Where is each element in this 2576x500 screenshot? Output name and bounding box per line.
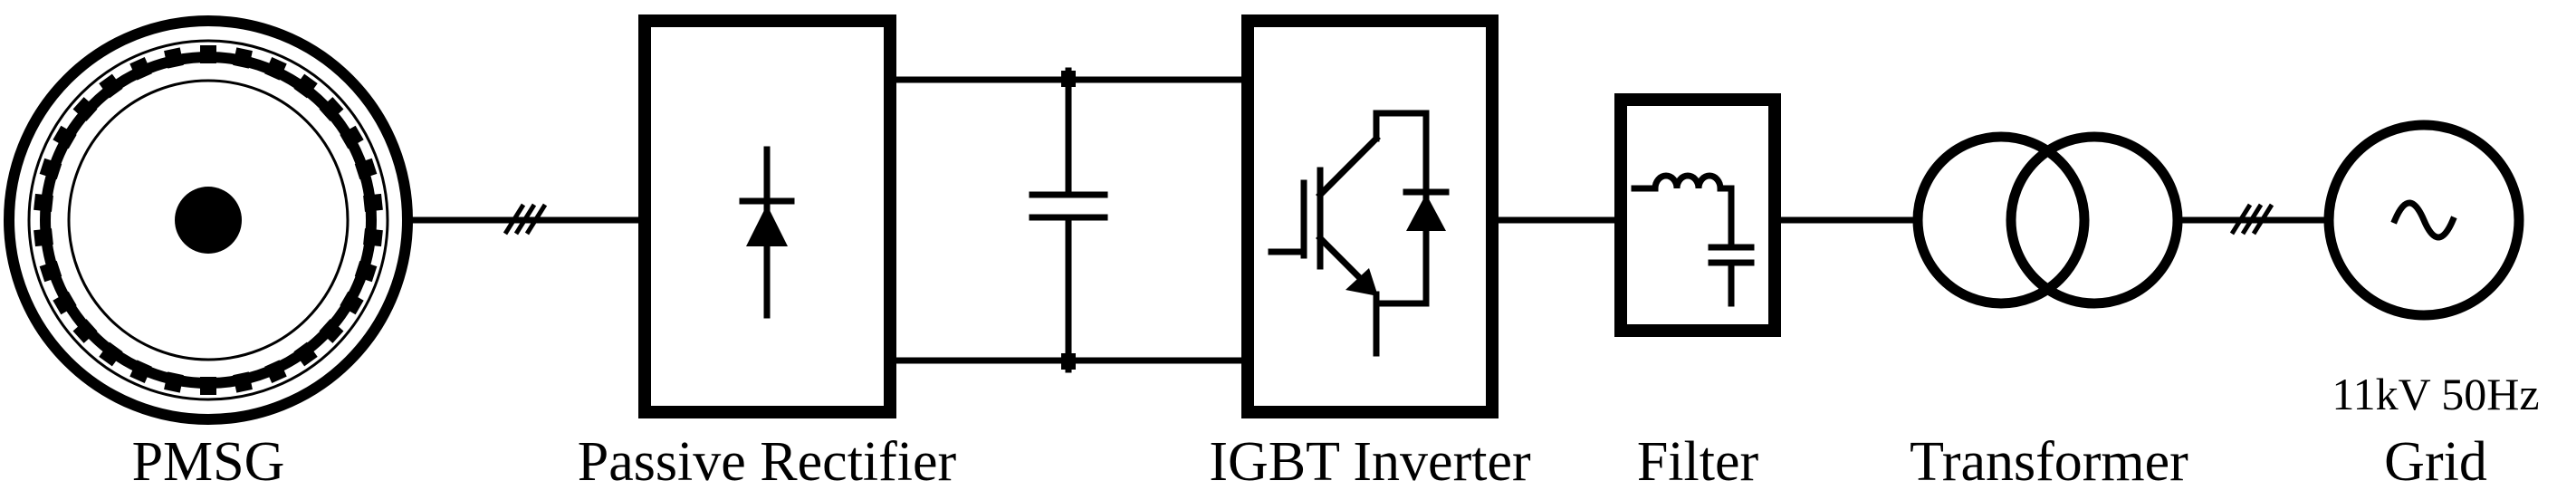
stator-slot (293, 73, 318, 99)
stator-slot (34, 228, 53, 247)
stator-slot (200, 45, 216, 63)
stator-slot (319, 97, 344, 121)
stator-slot (39, 260, 62, 283)
pmsg-label: PMSG (132, 431, 285, 493)
filter-label: Filter (1637, 431, 1759, 493)
stator-slot (264, 360, 287, 383)
stator-slot (129, 360, 152, 383)
grid-label: Grid (2384, 431, 2487, 493)
diode-icon (739, 146, 795, 319)
rectifier-block (638, 14, 896, 418)
rectifier-label: Passive Rectifier (578, 431, 957, 493)
pmsg-generator-icon (4, 15, 413, 425)
stator-slot (363, 193, 383, 212)
igbt-with-diode-icon (1268, 110, 1450, 357)
stator-slot (72, 97, 98, 121)
stator-slot (293, 341, 318, 367)
lc-filter-icon (1631, 172, 1755, 307)
stator-slot (233, 371, 253, 393)
inverter-block (1241, 14, 1499, 418)
dc-link-capacitor-icon (1029, 67, 1108, 373)
stator-slot (363, 228, 383, 247)
stator-slot (99, 341, 123, 367)
stator-slot (340, 125, 364, 149)
stator-slot (340, 291, 364, 315)
filter-block (1614, 93, 1781, 337)
three-phase-marker-icon (503, 203, 548, 236)
stator-slot (354, 260, 378, 283)
transformer-label: Transformer (1910, 431, 2188, 493)
stator-slot (200, 377, 216, 395)
stator-slot (164, 47, 184, 69)
stator-slot (53, 125, 77, 149)
stator-slot (99, 73, 123, 99)
stator-slots (34, 45, 383, 395)
stator-slot (129, 57, 152, 81)
stator-slot (53, 291, 77, 315)
stator-slot (319, 319, 344, 343)
ac-source-icon (2323, 120, 2524, 321)
inverter-label: IGBT Inverter (1209, 431, 1531, 493)
three-phase-marker-icon (2229, 203, 2274, 236)
stator-slot (39, 158, 62, 180)
stator-slot (34, 193, 53, 212)
grid-rating-label: 11kV 50Hz (2332, 369, 2539, 419)
stator-slot (264, 57, 287, 81)
stator-slot (72, 319, 98, 343)
transformer-icon (1912, 131, 2183, 309)
stator-slot (233, 47, 253, 69)
stator-slot (354, 158, 378, 180)
stator-slot (164, 371, 184, 393)
